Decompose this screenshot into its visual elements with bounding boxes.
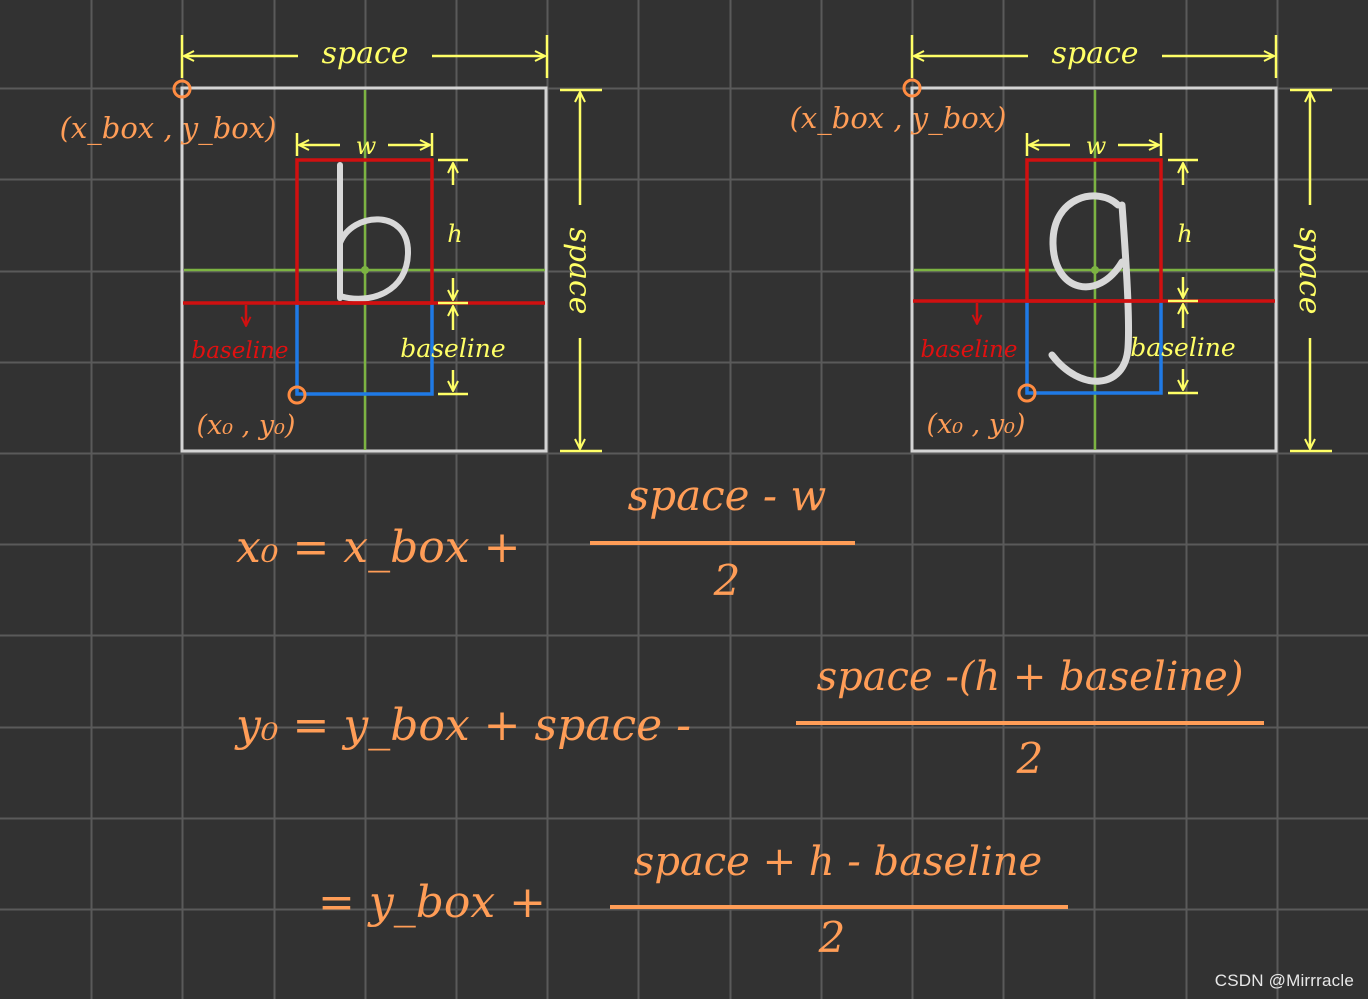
circle-marker-icon <box>1017 383 1037 403</box>
formula-x0: x₀ = x_box + space - w 2 <box>236 471 855 605</box>
formula-denominator: 2 <box>818 913 846 962</box>
formula-numerator: space - w <box>628 471 827 520</box>
descender-box <box>295 303 434 396</box>
panel-b: space space <box>60 35 602 453</box>
baseline-label: baseline <box>921 337 1018 363</box>
panel-g: space space baseline <box>790 35 1332 453</box>
box-point-label: (x_box , y_box) <box>60 111 277 146</box>
formula-lhs: x₀ = x_box + <box>236 522 520 573</box>
formula-y0-simplified: = y_box + space + h - baseline 2 <box>318 839 1068 962</box>
circle-marker-icon <box>287 385 307 405</box>
w-label: w <box>1086 132 1107 160</box>
descender-box <box>1025 301 1163 395</box>
w-dimension <box>1025 133 1163 156</box>
center-point <box>1091 266 1099 274</box>
space-side-label: space <box>562 227 597 314</box>
space-side-dimension <box>560 88 602 453</box>
h-dimension <box>438 158 468 396</box>
h-dimension <box>1168 158 1198 395</box>
formula-lhs: = y_box + <box>318 877 546 928</box>
baseline-dimension-label: baseline <box>1130 333 1235 362</box>
watermark: CSDN @Mirrracle <box>1214 971 1354 990</box>
baseline-dimension-label: baseline <box>400 334 505 363</box>
space-top-dimension <box>910 35 1278 78</box>
formula-lhs: y₀ = y_box + space - <box>234 700 691 751</box>
box-point-label: (x_box , y_box) <box>790 101 1007 136</box>
cell-box <box>180 86 548 453</box>
space-top-dimension <box>180 35 549 78</box>
formula-y0: y₀ = y_box + space - space -(h + baselin… <box>234 654 1264 783</box>
h-label: h <box>447 220 462 248</box>
space-side-dimension <box>1290 88 1332 453</box>
formula-denominator: 2 <box>1016 734 1044 783</box>
space-top-label: space <box>1051 36 1138 71</box>
formula-numerator: space + h - baseline <box>634 839 1042 885</box>
origin-point-label: (x₀ , y₀) <box>927 409 1026 440</box>
space-top-label: space <box>321 36 408 71</box>
circle-marker-icon <box>902 78 922 98</box>
glyph-b <box>337 162 411 302</box>
h-label: h <box>1177 220 1192 248</box>
w-label: w <box>356 132 377 160</box>
circle-marker-icon <box>172 79 192 99</box>
space-side-label: space <box>1292 227 1327 314</box>
center-point <box>361 266 369 274</box>
cell-box <box>910 86 1278 453</box>
w-dimension <box>295 133 434 156</box>
formula-numerator: space -(h + baseline) <box>817 654 1244 700</box>
baseline-label: baseline <box>192 338 289 364</box>
glyph-g <box>1048 192 1133 385</box>
origin-point-label: (x₀ , y₀) <box>197 410 296 441</box>
formula-denominator: 2 <box>713 556 741 605</box>
